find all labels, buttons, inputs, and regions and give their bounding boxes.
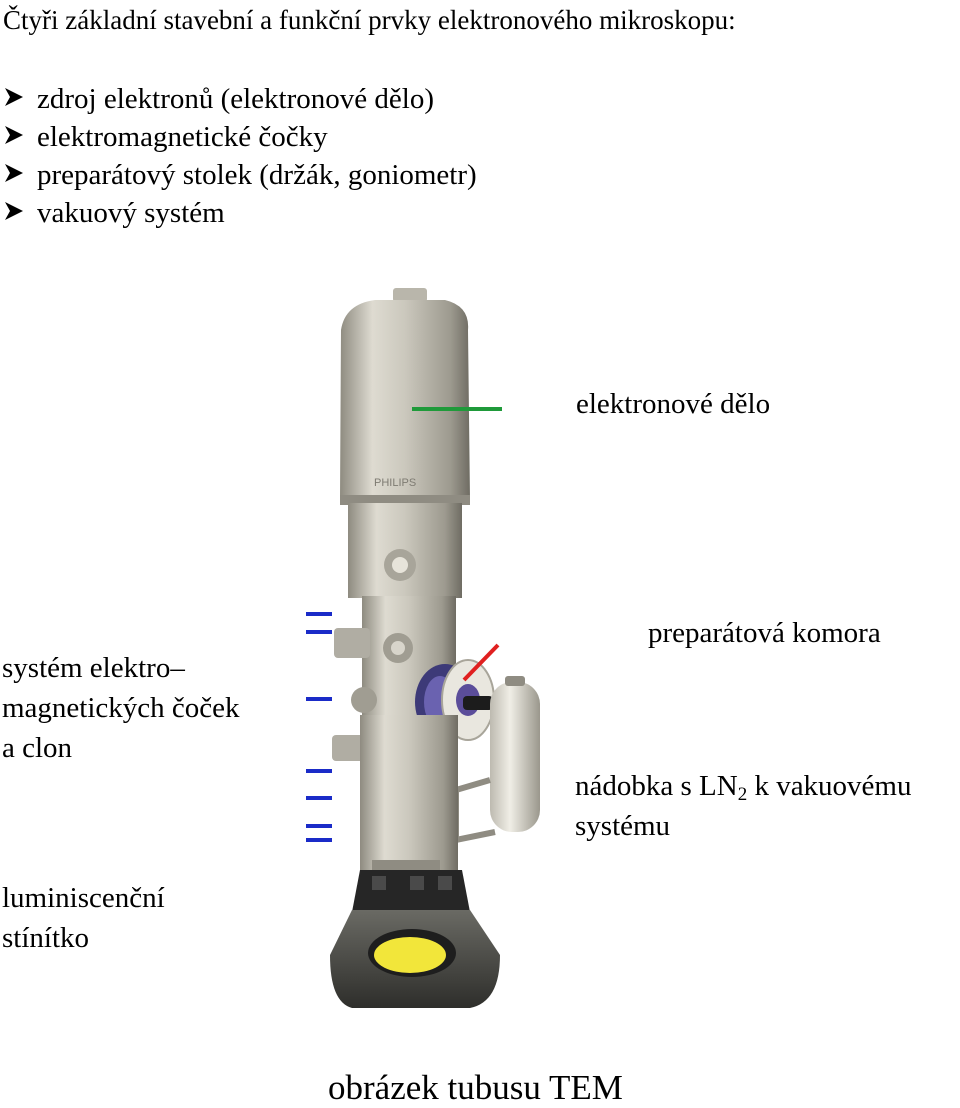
- column-lower: [360, 715, 458, 875]
- label-subscript: 2: [737, 784, 748, 805]
- label-electron-gun: elektronové dělo: [576, 388, 771, 420]
- list-item: zdroj elektronů (elektronové dělo): [3, 80, 477, 118]
- list-item-text: zdroj elektronů (elektronové dělo): [37, 83, 434, 115]
- fluorescent-screen: [374, 937, 446, 973]
- label-ln2-dewar: nádobka s LN2 k vakuovému systému: [575, 766, 912, 846]
- label-lens-system: systém elektro– magnetických čoček a clo…: [2, 648, 240, 768]
- list-item-text: elektromagnetické čočky: [37, 121, 328, 153]
- label-line: nádobka s LN2 k vakuovému: [575, 766, 912, 806]
- label-text: nádobka s LN: [575, 770, 738, 802]
- viewing-chamber: [330, 870, 500, 1008]
- list-item: elektromagnetické čočky: [3, 118, 477, 156]
- label-line: luminiscenční: [2, 882, 165, 914]
- lens-markers: [306, 612, 332, 842]
- figure-caption: obrázek tubusu TEM: [328, 1068, 623, 1107]
- page-title: Čtyři základní stavební a funkční prvky …: [3, 5, 736, 35]
- component-list: zdroj elektronů (elektronové dělo) elekt…: [3, 80, 477, 232]
- list-item-text: preparátový stolek (držák, goniometr): [37, 159, 477, 191]
- label-specimen-chamber: preparátová komora: [648, 617, 881, 649]
- arrowhead-bullet-icon: [3, 194, 37, 232]
- list-item-text: vakuový systém: [37, 197, 225, 229]
- arrowhead-bullet-icon: [3, 80, 37, 118]
- arrowhead-bullet-icon: [3, 156, 37, 194]
- label-text: k vakuovému: [747, 770, 912, 802]
- list-item: preparátový stolek (držák, goniometr): [3, 156, 477, 194]
- label-line: systému: [575, 810, 671, 842]
- brand-logo: PHILIPS: [374, 477, 416, 489]
- arrowhead-bullet-icon: [3, 118, 37, 156]
- electron-gun-housing: [340, 288, 470, 505]
- label-line: a clon: [2, 732, 73, 764]
- label-line: systém elektro–: [2, 652, 185, 684]
- label-screen: luminiscenční stínítko: [2, 878, 165, 958]
- list-item: vakuový systém: [3, 194, 477, 232]
- chamber-marker: [462, 643, 500, 682]
- column-upper: [348, 503, 462, 598]
- label-line: magnetických čoček: [2, 692, 240, 724]
- label-line: stínítko: [2, 922, 90, 954]
